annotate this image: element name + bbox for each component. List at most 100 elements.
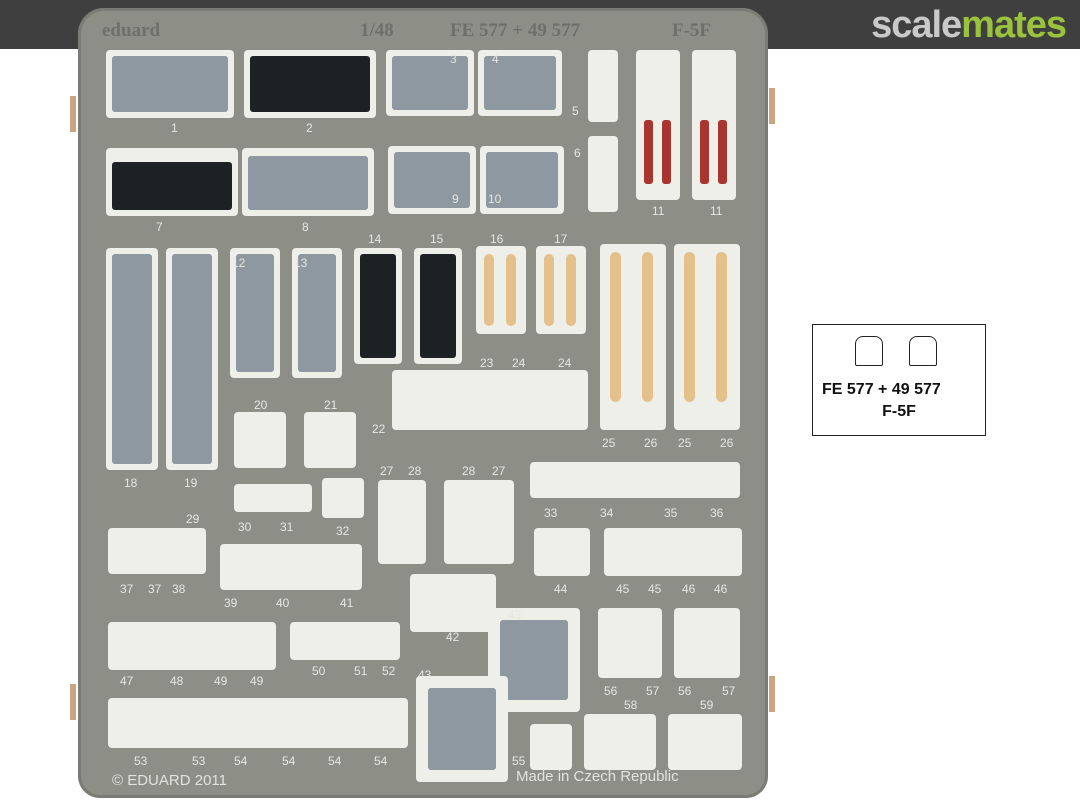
belts-16 bbox=[476, 246, 526, 334]
part-label: 25 bbox=[602, 436, 616, 450]
part-label: 2 bbox=[306, 121, 313, 135]
fret-header: eduard 1/48 FE 577 + 49 577 F-5F bbox=[78, 8, 768, 46]
part-label: 19 bbox=[184, 476, 198, 490]
part-label: 49 bbox=[250, 674, 264, 688]
console-12 bbox=[230, 248, 280, 378]
part-label: 50 bbox=[312, 664, 326, 678]
part-label: 7 bbox=[156, 220, 163, 234]
part-label: 35 bbox=[664, 506, 678, 520]
part-20 bbox=[234, 412, 286, 468]
photo-etch-fret: eduard 1/48 FE 577 + 49 577 F-5F bbox=[78, 8, 768, 798]
part-label: 40 bbox=[276, 596, 290, 610]
parts-47-49 bbox=[108, 622, 276, 670]
fret-maker: eduard bbox=[102, 20, 161, 41]
part-label: 42 bbox=[446, 630, 460, 644]
part-label: 28 bbox=[408, 464, 422, 478]
panel-3 bbox=[386, 50, 474, 116]
panel-10 bbox=[480, 146, 564, 214]
part-label: 34 bbox=[600, 506, 614, 520]
part-5 bbox=[588, 50, 618, 122]
film-cutout bbox=[909, 336, 937, 366]
part-55 bbox=[530, 724, 572, 770]
part-label: 43 bbox=[418, 668, 432, 682]
part-label: 31 bbox=[280, 520, 294, 534]
part-label: 26 bbox=[644, 436, 658, 450]
part-42 bbox=[410, 574, 496, 632]
part-label: 21 bbox=[324, 398, 338, 412]
part-label: 27 bbox=[492, 464, 506, 478]
part-label: 57 bbox=[722, 684, 736, 698]
part-label: 9 bbox=[452, 192, 459, 206]
part-label: 38 bbox=[172, 582, 186, 596]
parts-39-41 bbox=[220, 544, 362, 590]
brand-light: scale bbox=[871, 4, 962, 46]
belts-11a bbox=[636, 50, 680, 200]
fret-tab bbox=[769, 88, 775, 124]
part-label: 14 bbox=[368, 232, 382, 246]
console-14 bbox=[354, 248, 402, 364]
part-label: 56 bbox=[678, 684, 692, 698]
belts-17 bbox=[536, 246, 586, 334]
panel-9 bbox=[388, 146, 476, 214]
fret-codes: FE 577 + 49 577 bbox=[450, 20, 581, 41]
part-label: 58 bbox=[624, 698, 638, 712]
part-59 bbox=[668, 714, 742, 770]
part-label: 15 bbox=[430, 232, 444, 246]
part-label: 46 bbox=[714, 582, 728, 596]
belts-25-26a bbox=[600, 244, 666, 430]
part-label: 54 bbox=[374, 754, 388, 768]
part-label: 3 bbox=[450, 52, 457, 66]
brand-accent: mates bbox=[961, 4, 1067, 46]
part-label: 44 bbox=[554, 582, 568, 596]
part-label: 36 bbox=[710, 506, 724, 520]
part-label: 20 bbox=[254, 398, 268, 412]
part-label: 22 bbox=[372, 422, 386, 436]
part-label: 11 bbox=[652, 204, 665, 218]
console-13 bbox=[292, 248, 342, 378]
parts-22-24 bbox=[392, 370, 588, 430]
part-label: 5 bbox=[572, 104, 579, 118]
part-27a bbox=[378, 480, 426, 564]
part-label: 6 bbox=[574, 146, 581, 160]
part-label: 45 bbox=[648, 582, 662, 596]
part-label: 37 bbox=[148, 582, 162, 596]
part-label: 43 bbox=[508, 608, 522, 622]
parts-37-38 bbox=[108, 528, 206, 574]
part-label: 49 bbox=[214, 674, 228, 688]
part-label: 47 bbox=[120, 674, 134, 688]
parts-33-36 bbox=[530, 462, 740, 498]
card-codes: FE 577 + 49 577 bbox=[822, 381, 941, 398]
fret-scale: 1/48 bbox=[360, 20, 394, 41]
part-6 bbox=[588, 136, 618, 212]
part-43a bbox=[488, 608, 580, 712]
part-label: 26 bbox=[720, 436, 734, 450]
film-cutout bbox=[855, 336, 883, 366]
part-label: 45 bbox=[616, 582, 630, 596]
panel-1 bbox=[106, 50, 234, 118]
part-label: 46 bbox=[682, 582, 696, 596]
part-label: 37 bbox=[120, 582, 134, 596]
part-label: 28 bbox=[462, 464, 476, 478]
part-58 bbox=[584, 714, 656, 770]
part-label: 52 bbox=[382, 664, 396, 678]
parts-45-46 bbox=[604, 528, 742, 576]
part-label: 54 bbox=[234, 754, 248, 768]
belts-25-26b bbox=[674, 244, 740, 430]
fret-copyright: © EDUARD 2011 bbox=[112, 772, 227, 789]
console-19 bbox=[166, 248, 218, 470]
part-label: 55 bbox=[512, 754, 526, 768]
panel-2 bbox=[244, 50, 376, 118]
part-label: 10 bbox=[488, 192, 502, 206]
part-32 bbox=[322, 478, 364, 518]
part-label: 27 bbox=[380, 464, 394, 478]
part-label: 24 bbox=[558, 356, 572, 370]
part-label: 12 bbox=[232, 256, 246, 270]
panel-7 bbox=[106, 148, 238, 216]
part-43b bbox=[416, 676, 508, 782]
part-label: 18 bbox=[124, 476, 138, 490]
fret-tab bbox=[70, 684, 76, 720]
part-label: 4 bbox=[492, 52, 499, 66]
part-label: 8 bbox=[302, 220, 309, 234]
part-label: 33 bbox=[544, 506, 558, 520]
parts-50-52 bbox=[290, 622, 400, 660]
